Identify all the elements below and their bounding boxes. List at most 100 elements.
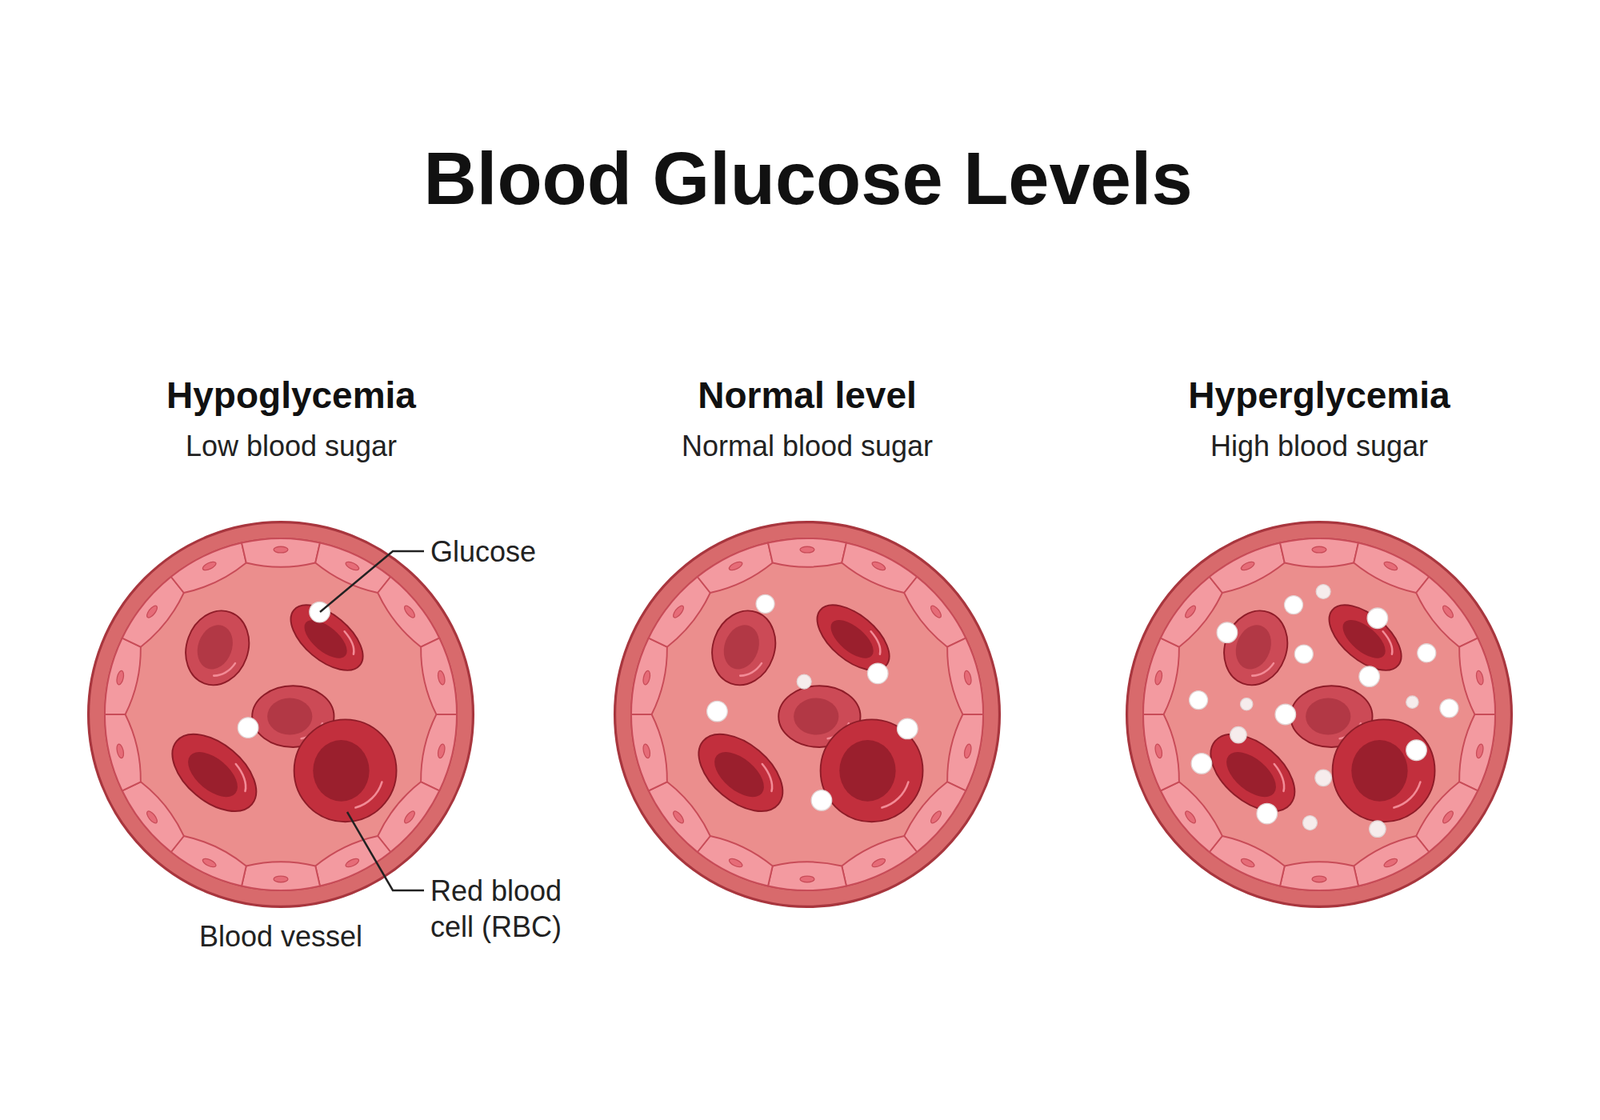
- panel-subheading: Low blood sugar: [51, 428, 532, 464]
- glucose-molecule: [796, 674, 812, 689]
- cell-nucleus: [1383, 856, 1399, 869]
- cell-nucleus: [436, 670, 446, 686]
- panel-subheading: High blood sugar: [1079, 428, 1560, 464]
- rbc-body: [175, 601, 259, 694]
- cell-nucleus: [871, 856, 887, 869]
- glucose-molecule: [756, 594, 775, 613]
- cell-nucleus: [1183, 809, 1197, 825]
- glucose-molecule: [1230, 726, 1247, 743]
- rbc-center: [180, 743, 246, 806]
- vessel-lumen: [104, 538, 457, 891]
- rbc-center: [267, 698, 312, 736]
- rbc-highlight: [1375, 631, 1400, 654]
- vessel-lumen: [631, 538, 984, 891]
- cell-nucleus: [273, 546, 288, 553]
- cell-nucleus: [928, 604, 943, 620]
- endothelial-cell: [697, 836, 773, 886]
- vessel-outline: [1124, 520, 1514, 909]
- rbc-body: [1332, 719, 1436, 822]
- cell-nucleus: [1183, 604, 1197, 620]
- diagram-title: Blood Glucose Levels: [0, 134, 1600, 223]
- endothelial-cell: [841, 836, 917, 886]
- glucose-molecule: [1191, 753, 1212, 775]
- cell-nucleus: [671, 809, 685, 825]
- cell-nucleus: [1240, 560, 1256, 572]
- cell-nucleus: [1440, 809, 1455, 825]
- endothelial-cell: [420, 638, 457, 715]
- glucose-molecule: [707, 700, 728, 722]
- blood-vessel: [88, 522, 474, 908]
- cell-nucleus: [344, 856, 360, 869]
- blood-vessel: [615, 522, 1000, 908]
- rbc-center: [706, 743, 772, 806]
- endothelial-cell: [1143, 714, 1180, 791]
- glucose-molecule: [1216, 622, 1238, 644]
- endothelial-cell: [104, 638, 141, 715]
- endothelial-cell: [768, 861, 847, 891]
- panel-heading: Hypoglycemia: [51, 372, 532, 418]
- cell-nucleus: [1154, 670, 1164, 686]
- cell-nucleus: [1383, 560, 1399, 572]
- endothelial-cell: [947, 714, 984, 791]
- panel-subheading: Normal blood sugar: [567, 428, 1048, 464]
- cell-nucleus: [144, 604, 159, 620]
- vessel-wall: [1127, 522, 1512, 908]
- cell-nucleus: [201, 856, 217, 869]
- vessel-outline: [612, 520, 1002, 909]
- red-blood-cell: [684, 719, 797, 827]
- vessel-wall: [88, 522, 474, 908]
- rbc-highlight: [881, 782, 908, 808]
- rbc-body: [1213, 601, 1297, 694]
- red-blood-cell: [1213, 601, 1297, 694]
- red-blood-cell: [175, 601, 259, 694]
- endothelial-cell: [377, 576, 440, 648]
- rbc-center: [824, 612, 880, 665]
- rbc-center: [191, 620, 239, 675]
- rbc-center: [312, 740, 369, 802]
- panel-heading: Hyperglycemia: [1079, 372, 1560, 418]
- endothelial-cell: [1416, 576, 1478, 648]
- endothelial-cell: [1353, 836, 1429, 886]
- glucose-molecule: [1367, 608, 1388, 629]
- cell-nucleus: [344, 560, 360, 572]
- glucose-molecule: [237, 717, 259, 739]
- cell-nucleus: [963, 743, 972, 759]
- endothelial-cell: [631, 638, 668, 715]
- glucose-molecule: [1369, 820, 1386, 837]
- glucose-molecule: [897, 718, 919, 740]
- cell-nucleus: [728, 856, 744, 869]
- rbc-body: [1196, 719, 1309, 827]
- endothelial-cell: [241, 538, 320, 568]
- glucose-molecule: [811, 790, 832, 812]
- cell-nucleus: [144, 809, 159, 825]
- endothelial-cell: [104, 714, 141, 791]
- endothelial-cell: [1280, 538, 1359, 568]
- cell-nucleus: [642, 670, 652, 686]
- glucose-molecule: [1256, 803, 1278, 824]
- cell-nucleus: [728, 560, 744, 572]
- red-blood-cell: [701, 601, 785, 694]
- vessel-wall: [615, 522, 1000, 908]
- glucose-molecule: [1189, 691, 1208, 710]
- rbc-center: [839, 740, 896, 802]
- cell-nucleus: [436, 743, 446, 759]
- glucose-molecule: [867, 663, 888, 684]
- endothelial-cell: [241, 861, 320, 891]
- glucose-molecule: [1359, 666, 1380, 688]
- part-label: Glucose: [430, 533, 536, 570]
- cell-nucleus: [402, 604, 416, 620]
- endothelial-cell: [1160, 781, 1223, 852]
- endothelial-cell: [631, 714, 668, 791]
- vessel-panel: HyperglycemiaHigh blood sugar: [1124, 520, 1514, 909]
- glucose-molecule: [1284, 596, 1304, 615]
- cell-nucleus: [1240, 856, 1256, 869]
- rbc-body: [701, 601, 785, 694]
- rbc-center: [717, 620, 765, 675]
- endothelial-cell: [947, 638, 984, 715]
- vessel-panel: HypoglycemiaLow blood sugar: [86, 520, 476, 909]
- rbc-highlight: [336, 631, 361, 654]
- cell-nucleus: [201, 560, 217, 572]
- cell-nucleus: [1475, 670, 1484, 686]
- cell-nucleus: [1475, 743, 1484, 759]
- cell-nucleus: [671, 604, 685, 620]
